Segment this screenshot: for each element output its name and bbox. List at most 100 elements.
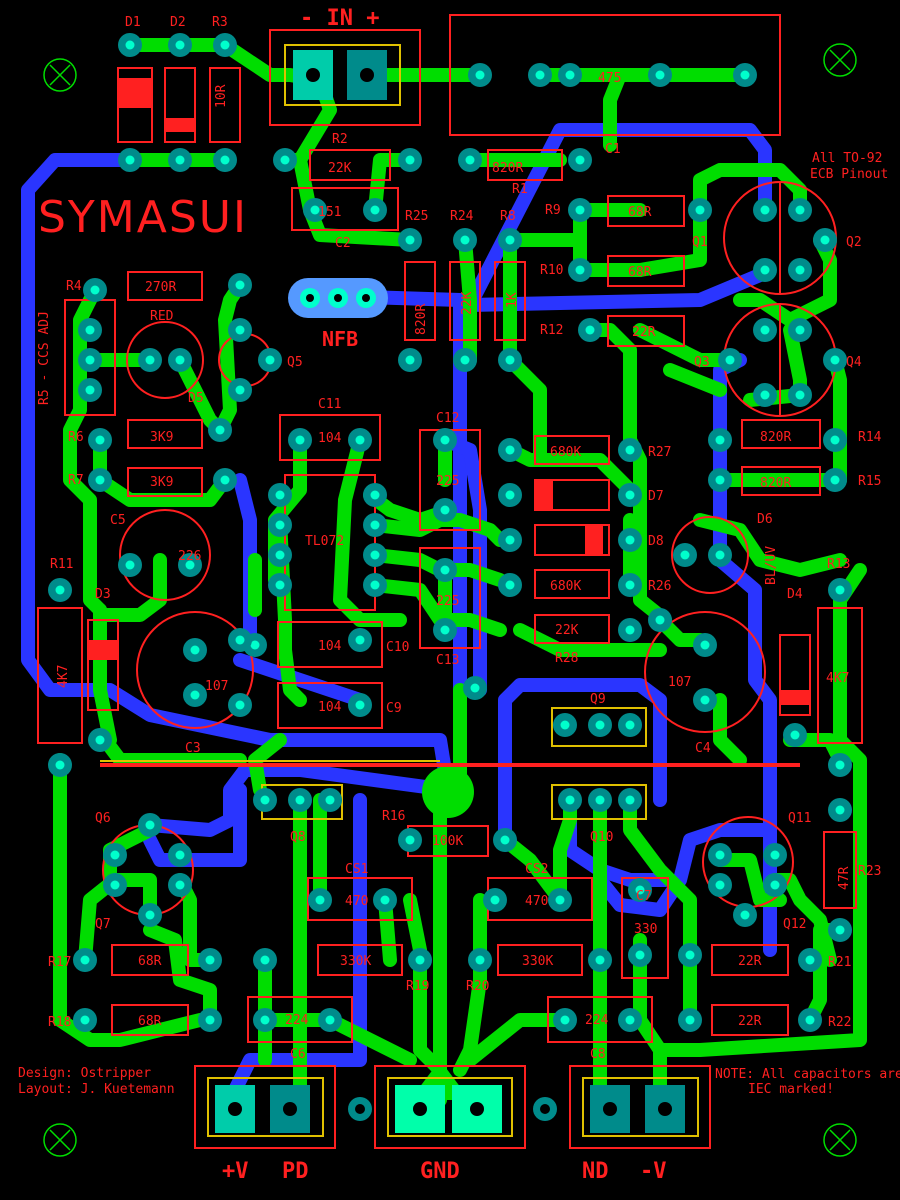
- credits-design: Design: Ostripper: [18, 1066, 151, 1081]
- ref-label-r11: R11: [50, 557, 73, 572]
- ref-label-d6: D6: [757, 512, 773, 527]
- pad-hole: [95, 735, 105, 745]
- label-plus-v: +V: [222, 1159, 249, 1184]
- pad-hole: [440, 625, 450, 635]
- ref-label-q12: Q12: [783, 917, 806, 932]
- ref-label-r10: R10: [540, 263, 563, 278]
- pad-hole: [795, 325, 805, 335]
- board-title: SYMASUI: [38, 192, 248, 243]
- ref-label-c9: C9: [386, 701, 402, 716]
- input-label: - IN +: [300, 6, 379, 31]
- ref-label-q6: Q6: [95, 811, 111, 826]
- pad-hole: [700, 695, 710, 705]
- pad-hole: [260, 1015, 270, 1025]
- ref-label-r22: R22: [828, 1015, 851, 1030]
- pad-hole: [535, 70, 545, 80]
- pad-hole: [725, 355, 735, 365]
- pad-hole: [185, 560, 195, 570]
- value-label-r13: 4K7: [826, 671, 849, 686]
- ref-label-c11: C11: [318, 397, 341, 412]
- pad-hole: [635, 885, 645, 895]
- pad-hole: [505, 355, 515, 365]
- pad-hole: [760, 205, 770, 215]
- pad-hole: [190, 690, 200, 700]
- pad-hole: [280, 155, 290, 165]
- d2-outline: [164, 67, 196, 143]
- ref-label-c7: C7: [636, 889, 652, 904]
- value-label-r14: 820R: [760, 430, 791, 445]
- d8-outline: [534, 524, 610, 556]
- r24-outline: [449, 261, 481, 341]
- pad-hole: [370, 580, 380, 590]
- pad-hole: [440, 435, 450, 445]
- pad-hole: [795, 205, 805, 215]
- value-label-r21: 22R: [738, 954, 762, 969]
- pad-hole: [275, 550, 285, 560]
- pad-hole: [830, 355, 840, 365]
- pad-hole: [595, 795, 605, 805]
- r26-outline: [534, 569, 610, 599]
- pad-hole: [250, 640, 260, 650]
- ref-label-c4: C4: [695, 741, 711, 756]
- pad-hole: [625, 720, 635, 730]
- ref-label-c8: C8: [590, 1047, 606, 1062]
- pad-hole: [715, 435, 725, 445]
- ref-label-d3: D3: [95, 587, 111, 602]
- d2-band: [165, 118, 195, 132]
- ref-label-r18: R18: [48, 1015, 71, 1030]
- pad-hole: [370, 490, 380, 500]
- pad-hole: [295, 435, 305, 445]
- r15-outline: [741, 466, 821, 496]
- pad-hole: [715, 850, 725, 860]
- ref-label-r17: R17: [48, 955, 71, 970]
- pad-hole: [565, 70, 575, 80]
- pad-hole: [830, 475, 840, 485]
- ref-label-q7: Q7: [95, 917, 111, 932]
- component-pads: [48, 33, 852, 1032]
- ref-label-cs2: CS2: [525, 862, 548, 877]
- pad-hole: [575, 205, 585, 215]
- ref-label-r13: R13: [827, 557, 850, 572]
- value-label-r10: 68R: [628, 265, 652, 280]
- pad-hole: [740, 70, 750, 80]
- pad-hole: [55, 585, 65, 595]
- pad-hole: [835, 585, 845, 595]
- pad-hole: [205, 1015, 215, 1025]
- pad-hole: [460, 355, 470, 365]
- pad-hole: [405, 155, 415, 165]
- d5-outline: [126, 321, 204, 399]
- ref-label-q11: Q11: [788, 811, 811, 826]
- pad-hole: [315, 895, 325, 905]
- r25-outline: [404, 261, 436, 341]
- pad-hole: [560, 720, 570, 730]
- ref-label-r3: R3: [212, 15, 228, 30]
- pad-hole: [355, 635, 365, 645]
- c10-outline: [277, 621, 383, 668]
- pad-hole: [260, 795, 270, 805]
- label-gnd: GND: [420, 1159, 460, 1184]
- pad-hole: [555, 895, 565, 905]
- pad-hole: [655, 615, 665, 625]
- pad-hole: [85, 325, 95, 335]
- c3-outline: [136, 611, 254, 729]
- pad-hole: [820, 235, 830, 245]
- value-label-cs2: 470: [525, 894, 548, 909]
- ref-label-r25: R25: [405, 209, 428, 224]
- ref-label-q2: Q2: [846, 235, 862, 250]
- c1-outline: [449, 14, 781, 136]
- pad-hole: [760, 390, 770, 400]
- tl072-outline: [284, 474, 376, 611]
- ref-label-c6: C6: [290, 1047, 306, 1062]
- pad-hole: [215, 425, 225, 435]
- ref-label-r12: R12: [540, 323, 563, 338]
- r23-outline: [823, 831, 857, 909]
- ref-label-q8: Q8: [290, 830, 306, 845]
- value-label-r4: 270R: [145, 280, 176, 295]
- ref-label-r8: R8: [500, 209, 516, 224]
- ref-label-c10: C10: [386, 640, 409, 655]
- ref-label-d4: D4: [787, 587, 803, 602]
- ref-label-q4: Q4: [846, 355, 862, 370]
- value-label-c13: 225: [436, 594, 459, 609]
- ref-label-q1: Q1: [692, 235, 708, 250]
